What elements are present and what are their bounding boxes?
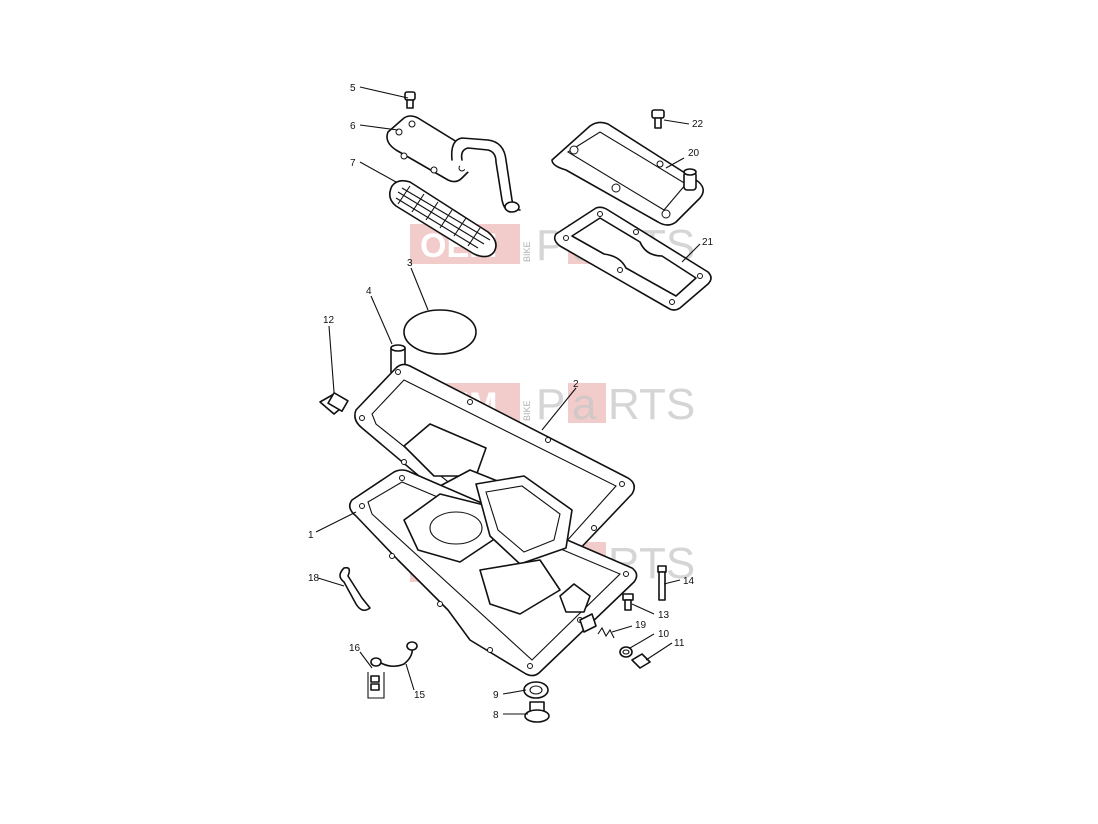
part-6-oil-pickup-pipe[interactable] bbox=[386, 115, 521, 213]
part-19-spring[interactable] bbox=[597, 626, 615, 639]
part-18-clip[interactable] bbox=[339, 566, 371, 612]
callout-15: 15 bbox=[414, 690, 426, 701]
callout-14: 14 bbox=[683, 576, 695, 587]
part-10-washer[interactable] bbox=[619, 646, 633, 658]
callout-9: 9 bbox=[493, 690, 499, 701]
callout-1: 1 bbox=[308, 530, 314, 541]
part-15-pipe[interactable] bbox=[370, 641, 418, 668]
callout-5: 5 bbox=[350, 83, 356, 94]
callout-13: 13 bbox=[658, 610, 670, 621]
callout-11: 11 bbox=[674, 638, 685, 649]
callout-20: 20 bbox=[688, 148, 700, 159]
part-13-bolt[interactable] bbox=[622, 593, 634, 611]
leader-lines bbox=[315, 86, 701, 715]
part-3-o-ring[interactable] bbox=[403, 309, 477, 355]
part-5-bolt[interactable] bbox=[404, 91, 416, 109]
part-21-cover-gasket[interactable] bbox=[553, 206, 712, 311]
callout-10: 10 bbox=[658, 629, 670, 640]
part-12-pressure-switch[interactable] bbox=[319, 392, 349, 415]
part-1-sump[interactable] bbox=[348, 469, 638, 677]
part-11-drain-plug[interactable] bbox=[631, 653, 651, 669]
callout-2: 2 bbox=[573, 379, 579, 390]
watermark-bike-text: BIKE bbox=[522, 241, 532, 262]
callout-21: 21 bbox=[702, 237, 714, 248]
callout-4: 4 bbox=[366, 286, 372, 297]
callout-16: 16 bbox=[349, 643, 361, 654]
callout-3: 3 bbox=[407, 258, 413, 269]
callout-12: 12 bbox=[323, 315, 335, 326]
callout-18: 18 bbox=[308, 573, 320, 584]
part-14-bolt[interactable] bbox=[657, 565, 667, 601]
callout-19: 19 bbox=[635, 620, 647, 631]
part-20-cover-plate[interactable] bbox=[551, 121, 704, 226]
part-9-sealing-washer[interactable] bbox=[523, 681, 549, 699]
part-22-bolt[interactable] bbox=[651, 109, 665, 129]
watermark-p-text: P bbox=[536, 380, 565, 429]
callout-8: 8 bbox=[493, 710, 499, 721]
callout-6: 6 bbox=[350, 121, 356, 132]
watermark-bike-text: BIKE bbox=[522, 400, 532, 421]
part-16-union[interactable] bbox=[367, 672, 385, 699]
part-7-oil-strainer[interactable] bbox=[388, 179, 497, 258]
callout-7: 7 bbox=[350, 158, 356, 169]
callout-22: 22 bbox=[692, 119, 704, 130]
callout-labels: 5 6 7 22 20 21 3 4 12 2 1 18 14 13 19 10… bbox=[308, 83, 714, 721]
watermark-rts-text: RTS bbox=[608, 380, 695, 429]
part-8-sump-plug[interactable] bbox=[524, 701, 550, 723]
